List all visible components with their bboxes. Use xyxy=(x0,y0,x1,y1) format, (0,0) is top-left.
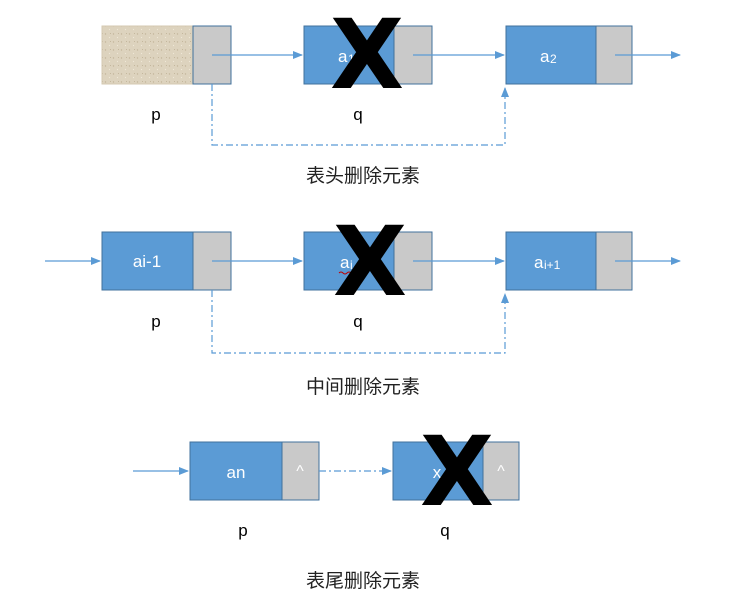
section-tail-deletion: an ^ x ^ X p q 表尾删除元素 xyxy=(133,416,520,592)
node-a2-data-field xyxy=(505,25,597,85)
deleted-mark-ai: X xyxy=(333,206,407,318)
bypass-link-prev-to-next xyxy=(211,290,509,354)
node-ai-1-data-field xyxy=(101,231,194,291)
head-node xyxy=(101,25,232,85)
node-ai+1: a i+1 xyxy=(505,231,633,291)
node-ai+1-data-field xyxy=(505,231,597,291)
node-an-pointer-field xyxy=(281,441,320,501)
node-an: an ^ xyxy=(189,441,320,501)
deleted-mark-a1: X xyxy=(330,0,404,111)
var-q-head: q xyxy=(353,105,362,124)
node-x-null-pointer: ^ xyxy=(497,463,505,480)
node-x: x ^ xyxy=(392,441,520,501)
caption-head-deletion: 表头删除元素 xyxy=(306,165,420,187)
node-an-label: an xyxy=(227,463,246,482)
node-ai-subscript: i xyxy=(350,258,353,272)
node-a1-subscript: 1 xyxy=(348,52,355,66)
caption-middle-deletion: 中间删除元素 xyxy=(306,376,420,398)
var-p-middle: p xyxy=(151,312,160,331)
node-a2-label: a xyxy=(540,47,550,66)
section-middle-deletion: ai-1 a i a i+1 X p q 中间删除元素 xyxy=(45,206,681,398)
node-an-null-pointer: ^ xyxy=(296,463,304,480)
node-ai-1-label: ai-1 xyxy=(133,252,161,271)
node-a1-data-field xyxy=(303,25,395,85)
var-p-head: p xyxy=(151,105,160,124)
bypass-link-head-to-a2 xyxy=(211,84,509,146)
var-p-tail: p xyxy=(238,521,247,540)
node-an-data-field xyxy=(189,441,283,501)
node-ai+1-label: a xyxy=(534,253,544,272)
node-x-data-field xyxy=(392,441,484,501)
node-a2: a 2 xyxy=(505,25,633,85)
caption-tail-deletion: 表尾删除元素 xyxy=(306,570,420,592)
node-a2-subscript: 2 xyxy=(550,52,557,66)
section-head-deletion: a 1 a 2 X p q 表头删除元素 xyxy=(101,0,681,187)
var-q-middle: q xyxy=(353,312,362,331)
node-x-label: x xyxy=(433,463,442,482)
head-node-data-field xyxy=(101,25,194,85)
var-q-tail: q xyxy=(440,521,449,540)
node-ai-1: ai-1 xyxy=(101,231,232,291)
deleted-mark-x: X xyxy=(420,416,494,528)
node-x-pointer-field xyxy=(482,441,520,501)
spellcheck-underline xyxy=(338,271,356,275)
node-a1-label: a xyxy=(338,47,348,66)
node-ai+1-subscript: i+1 xyxy=(544,258,561,272)
node-ai-label: a xyxy=(340,253,350,272)
